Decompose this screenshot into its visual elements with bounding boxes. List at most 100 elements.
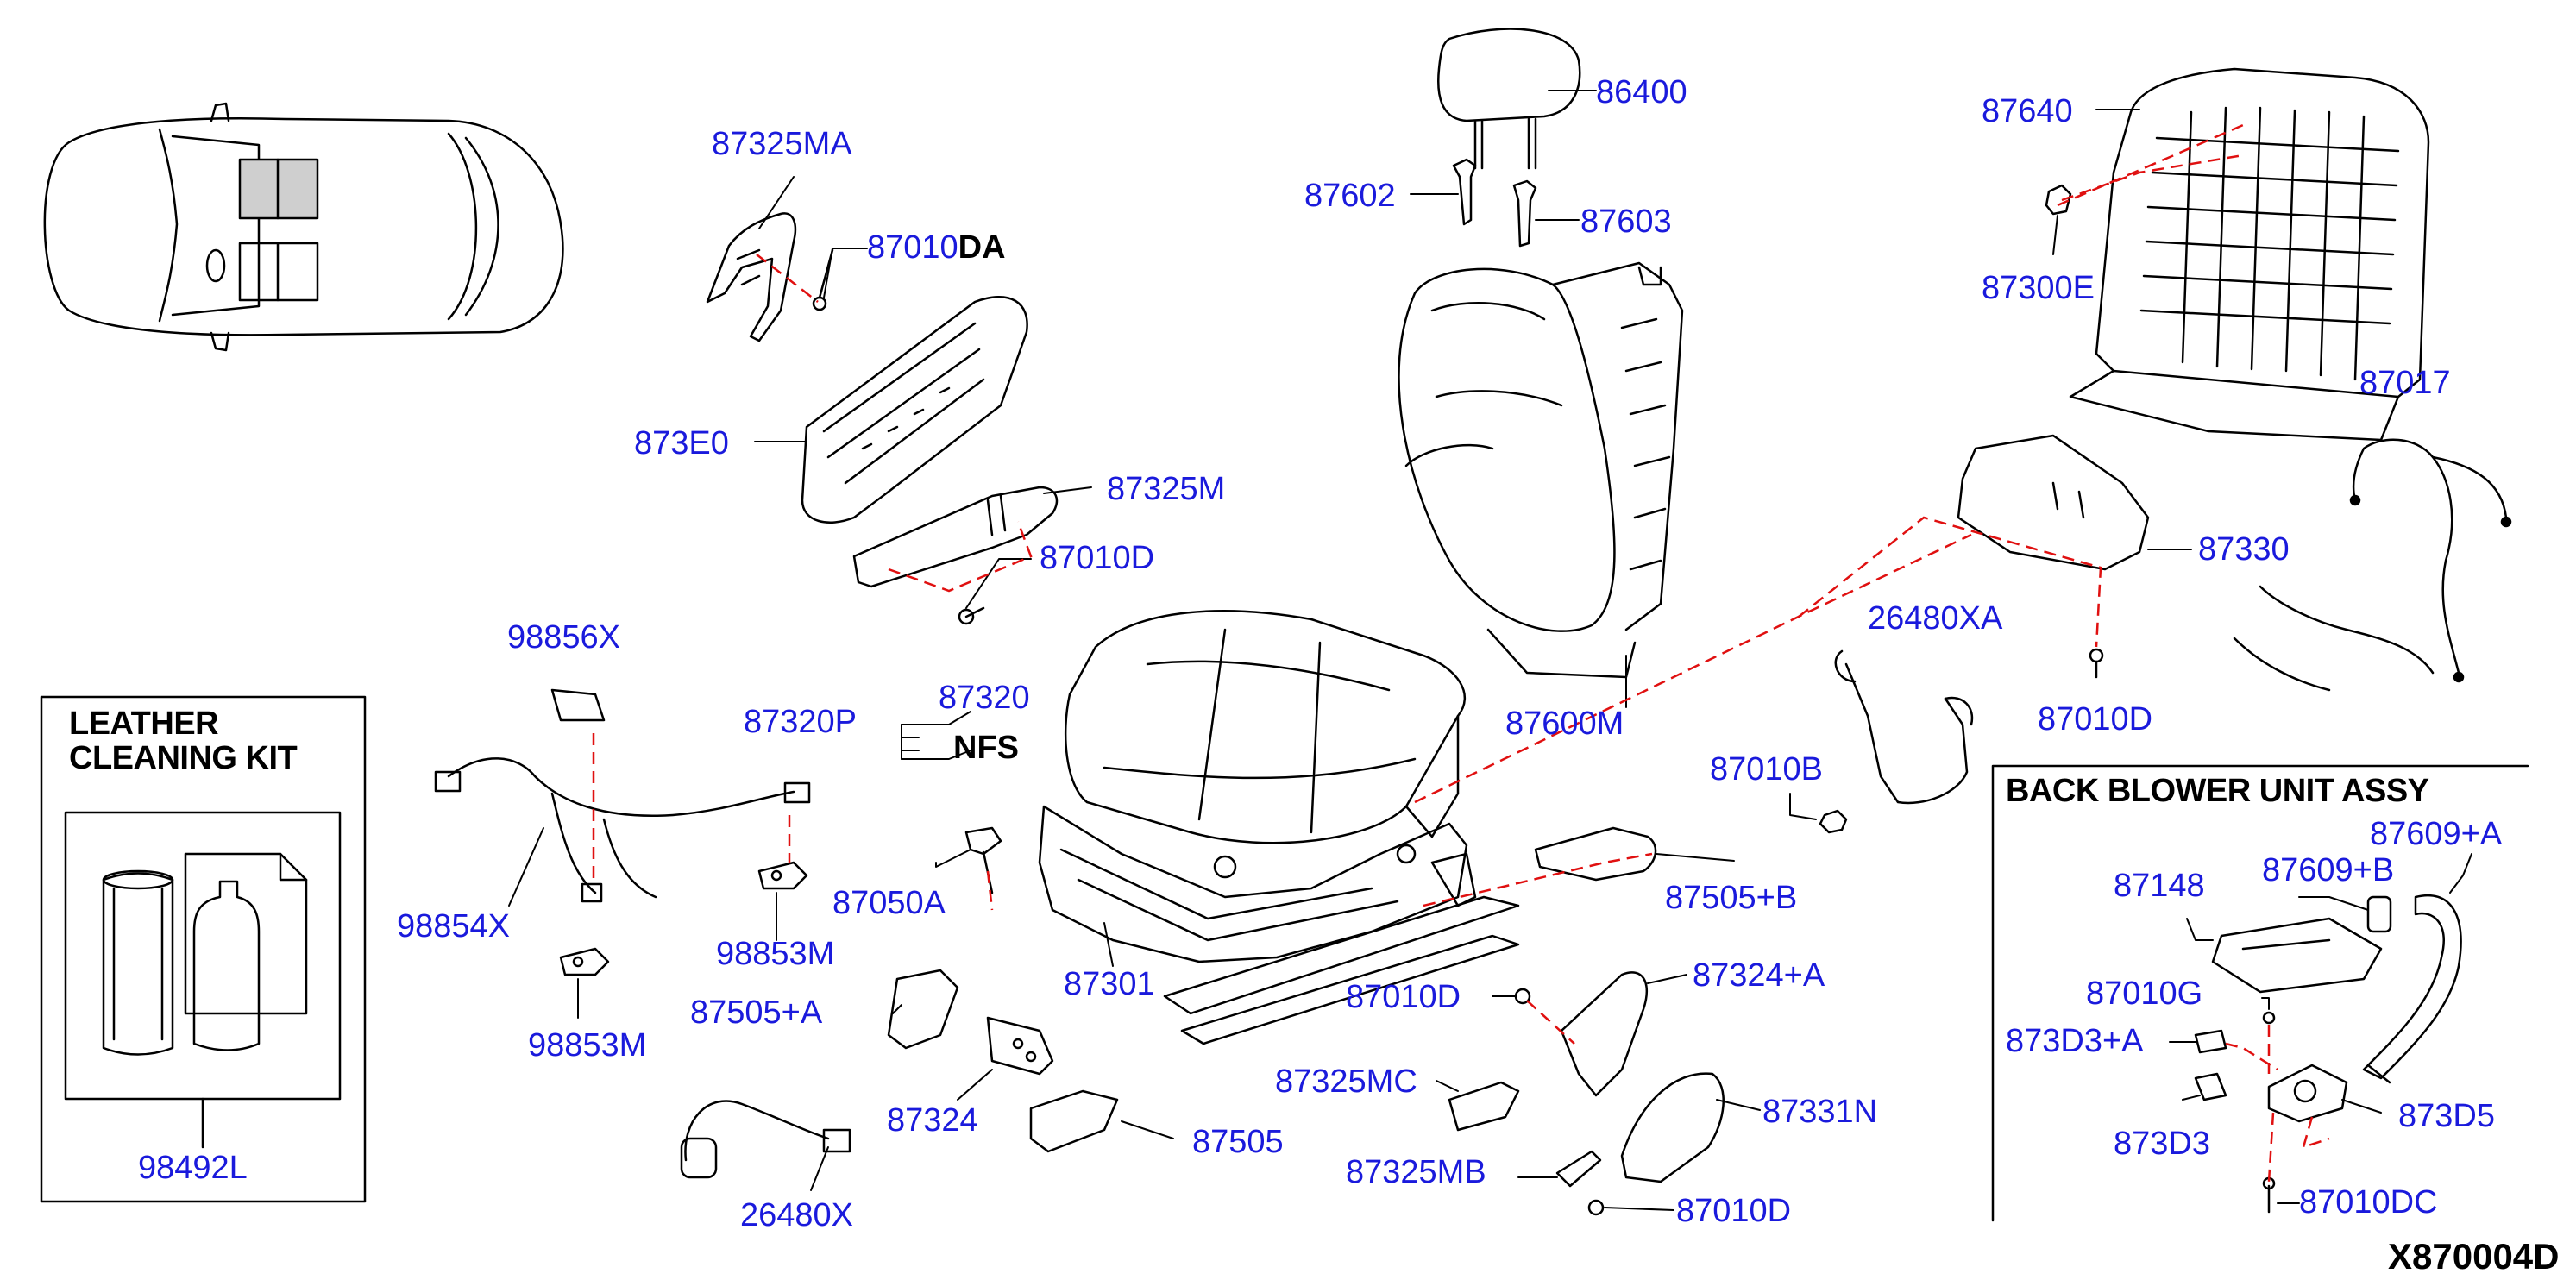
cover-87505-icon — [1029, 1089, 1119, 1153]
red-leader-lines — [592, 123, 2330, 1183]
callout-87331N: 87331N — [1762, 1094, 1878, 1130]
callout-87010DA-suffix: DA — [958, 229, 1006, 266]
blower-87148-icon — [2211, 917, 2383, 994]
callout-87017: 87017 — [2359, 365, 2451, 401]
connector-98856X-icon — [550, 688, 606, 722]
callout-86400: 86400 — [1596, 74, 1687, 110]
clip-87300E-icon — [2045, 184, 2072, 216]
callout-873D5: 873D5 — [2398, 1098, 2495, 1134]
callout-87324: 87324 — [887, 1102, 978, 1139]
callout-26480X: 26480X — [740, 1197, 854, 1233]
headrest-guide-87602-icon — [1452, 158, 1477, 226]
screw-87010G-icon — [2262, 1011, 2276, 1025]
cover-87325MC-icon — [1448, 1081, 1520, 1132]
callout-98853M-a: 98853M — [716, 936, 835, 972]
cleaning-kit-title-line2: CLEANING KIT — [69, 739, 298, 776]
harness-26480X-icon — [680, 1100, 851, 1179]
bracket-87324A-icon — [1560, 971, 1649, 1097]
blower-box-title: BACK BLOWER UNIT ASSY — [2006, 773, 2429, 809]
headrest-86400-icon — [1437, 28, 1581, 170]
leader-lines — [508, 90, 2472, 1211]
back-frame-87640-icon — [2069, 67, 2430, 442]
callout-87325M: 87325M — [1107, 471, 1226, 507]
callout-87320: 87320 — [939, 680, 1030, 716]
car-topview-icon — [43, 102, 564, 352]
harness-87017-icon — [2233, 438, 2512, 692]
callout-87325MC: 87325MC — [1275, 1064, 1417, 1100]
callout-87010D-a: 87010D — [1040, 540, 1155, 576]
cleaning-kit-inner-frame — [64, 811, 342, 1101]
callout-87148: 87148 — [2114, 868, 2205, 904]
callout-87325MA: 87325MA — [712, 126, 852, 162]
callout-87010G: 87010G — [2086, 976, 2203, 1012]
screw-87010D-b-icon — [2089, 648, 2104, 679]
callout-87640: 87640 — [1982, 93, 2073, 129]
callout-87609A: 87609+A — [2370, 816, 2503, 852]
blower-box-frame — [1991, 764, 2529, 1222]
callout-87010DA: 87010DA — [867, 231, 1006, 264]
bracket-87324-icon — [986, 1016, 1054, 1076]
cover-87331N-icon — [1620, 1072, 1725, 1183]
cover-87505A-icon — [887, 969, 959, 1050]
nut-87010B-icon — [1819, 809, 1848, 834]
callout-87330: 87330 — [2198, 531, 2290, 568]
cover-87505B-icon — [1534, 826, 1657, 882]
callout-87010DC: 87010DC — [2299, 1184, 2438, 1220]
trim-87325MB-icon — [1555, 1150, 1602, 1188]
callout-87010D-c: 87010D — [1346, 979, 1461, 1015]
callout-87603: 87603 — [1580, 204, 1672, 240]
cleaning-bottle-icon — [102, 852, 308, 1056]
screw-87010DA-icon — [812, 248, 834, 311]
cleaning-kit-title-line1: LEATHER — [69, 706, 219, 742]
clip-873D3-icon — [2194, 1072, 2227, 1101]
part-87325MA-icon — [706, 212, 797, 342]
part-873E0-icon — [801, 295, 1028, 524]
fan-87609B-icon — [2366, 895, 2392, 933]
callout-87505: 87505 — [1192, 1124, 1284, 1160]
part-87325M-icon — [852, 486, 1059, 588]
callout-87505A: 87505+A — [690, 995, 823, 1031]
callout-87010B: 87010B — [1710, 751, 1824, 787]
seat-cushion-87320-icon — [1064, 610, 1467, 844]
seat-frame-87301-icon — [1038, 805, 1520, 1045]
screw-87010D-d-icon — [1587, 1199, 1605, 1216]
harness-98854X-icon — [434, 757, 811, 903]
callout-873D3: 873D3 — [2114, 1126, 2210, 1162]
callout-87050A: 87050A — [832, 885, 946, 921]
buckle-26480XA-icon — [1834, 649, 1974, 805]
callout-98492L: 98492L — [138, 1150, 248, 1186]
callout-87609B: 87609+B — [2262, 852, 2395, 888]
seat-back-87600M-icon — [1398, 261, 1684, 679]
callout-873D3A: 873D3+A — [2006, 1023, 2144, 1059]
callout-87300E: 87300E — [1982, 270, 2095, 306]
cleaning-kit-box-frame — [40, 695, 367, 1203]
callout-87010D-d: 87010D — [1676, 1193, 1792, 1229]
figure-code: X870004D — [2388, 1236, 2560, 1277]
callout-87505B: 87505+B — [1665, 880, 1798, 916]
callout-98856X: 98856X — [507, 619, 621, 656]
motor-873D5-icon — [2267, 1064, 2348, 1123]
callout-87301: 87301 — [1064, 966, 1155, 1002]
cleaning-kit-title: LEATHER CLEANING KIT — [69, 706, 298, 776]
callout-87010DA-number: 87010 — [867, 229, 958, 266]
bolt-87050A-icon — [964, 826, 1002, 894]
callout-87602: 87602 — [1304, 178, 1396, 214]
headrest-guide-87603-icon — [1512, 179, 1537, 248]
callout-87600M: 87600M — [1505, 706, 1624, 742]
screw-87010D-a-icon — [958, 606, 985, 625]
duct-87609A-icon — [2362, 894, 2462, 1084]
callout-98853M-b: 98853M — [528, 1027, 647, 1064]
pad-87330-icon — [1957, 434, 2150, 571]
callout-87320P: 87320P — [744, 704, 858, 740]
callout-98854X: 98854X — [397, 908, 511, 944]
callout-87324A: 87324+A — [1693, 957, 1825, 994]
sensor-98853M-a-icon — [757, 861, 808, 890]
label-nfs: NFS — [953, 730, 1019, 766]
screw-87010DC-icon — [2262, 1176, 2276, 1214]
clip-873D3A-icon — [2194, 1029, 2227, 1054]
sensor-98853M-b-icon — [559, 947, 610, 976]
callout-26480XA: 26480XA — [1868, 600, 2003, 637]
callout-87010D-b: 87010D — [2038, 701, 2153, 737]
